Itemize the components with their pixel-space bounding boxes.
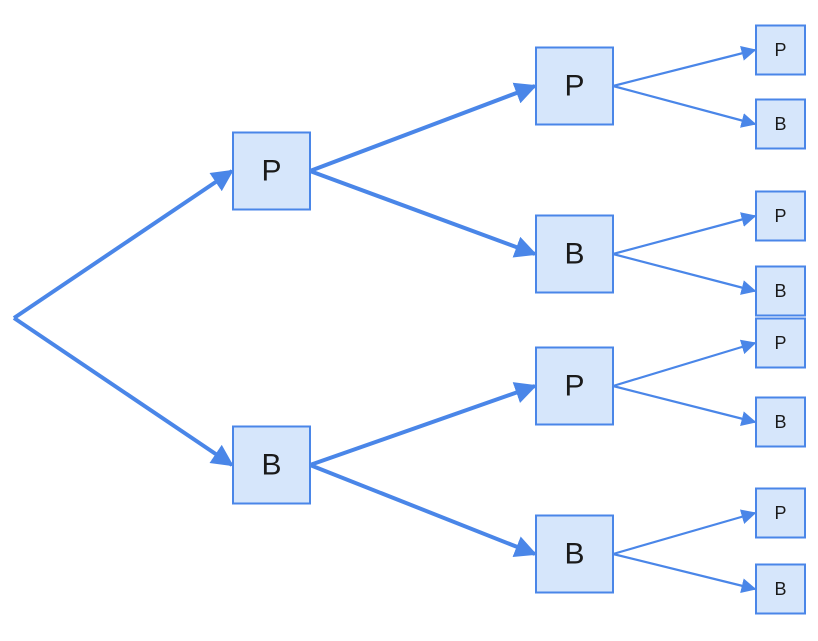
node-box-0 bbox=[232, 131, 311, 211]
node-label-1: B bbox=[261, 449, 281, 482]
node-label-1-1-0: P bbox=[774, 503, 786, 523]
node-1-0-0: P bbox=[755, 317, 806, 369]
node-1: B bbox=[232, 425, 311, 505]
node-box-1 bbox=[232, 425, 311, 505]
node-label-0-1: B bbox=[564, 238, 584, 271]
node-box-0-1-0 bbox=[755, 190, 806, 242]
node-1-0: P bbox=[535, 346, 614, 426]
node-0-1: B bbox=[535, 214, 614, 294]
node-box-0-0 bbox=[535, 46, 614, 126]
edge-arrow-0-1-1 bbox=[612, 252, 757, 295]
node-box-0-1 bbox=[535, 214, 614, 294]
node-box-1-0 bbox=[535, 346, 614, 426]
node-label-0-1-0: P bbox=[774, 206, 786, 226]
node-label-1-0-0: P bbox=[774, 333, 786, 353]
node-label-0-0-0: P bbox=[774, 40, 786, 60]
edge-arrow-0-1-0 bbox=[612, 212, 757, 256]
nodes-layer: P P P B B P B B P P B B P B bbox=[232, 24, 806, 615]
edge-arrow-1-1-1 bbox=[612, 552, 757, 594]
edge-arrow-1-0 bbox=[309, 382, 538, 467]
node-box-0-0-1 bbox=[755, 98, 806, 150]
edge-arrow-1-0-0 bbox=[612, 339, 757, 388]
edge-arrow-0 bbox=[12, 169, 234, 320]
node-label-0-0: P bbox=[564, 70, 584, 103]
node-label-1-1: B bbox=[564, 538, 584, 571]
edges-layer bbox=[12, 46, 757, 594]
node-0-0-1: B bbox=[755, 98, 806, 150]
edge-arrow-0-0-0 bbox=[612, 46, 757, 88]
node-box-0-1-1 bbox=[755, 265, 806, 317]
node-label-1-0: P bbox=[564, 370, 584, 403]
node-label-1-0-1: B bbox=[774, 412, 786, 432]
node-label-0-0-1: B bbox=[774, 114, 786, 134]
node-label-0: P bbox=[261, 155, 281, 188]
node-box-0-0-0 bbox=[755, 24, 806, 76]
node-1-1-1: B bbox=[755, 563, 806, 615]
node-box-1-0-1 bbox=[755, 396, 806, 448]
node-0-1-1: B bbox=[755, 265, 806, 317]
node-1-1: B bbox=[535, 514, 614, 594]
node-box-1-0-0 bbox=[755, 317, 806, 369]
edge-arrow-1-1 bbox=[309, 463, 538, 557]
node-1-1-0: P bbox=[755, 487, 806, 539]
node-label-0-1-1: B bbox=[774, 281, 786, 301]
node-0-0: P bbox=[535, 46, 614, 126]
edge-arrow-0-0 bbox=[309, 82, 538, 173]
node-box-1-1 bbox=[535, 514, 614, 594]
edge-arrow-0-1 bbox=[309, 169, 538, 258]
edge-arrow-1 bbox=[12, 316, 234, 467]
edge-arrow-1-1-0 bbox=[612, 509, 757, 556]
node-box-1-1-1 bbox=[755, 563, 806, 615]
node-0: P bbox=[232, 131, 311, 211]
node-1-0-1: B bbox=[755, 396, 806, 448]
node-box-1-1-0 bbox=[755, 487, 806, 539]
node-0-1-0: P bbox=[755, 190, 806, 242]
node-label-1-1-1: B bbox=[774, 579, 786, 599]
edge-arrow-0-0-1 bbox=[612, 84, 757, 128]
node-0-0-0: P bbox=[755, 24, 806, 76]
edge-arrow-1-0-1 bbox=[612, 384, 757, 426]
